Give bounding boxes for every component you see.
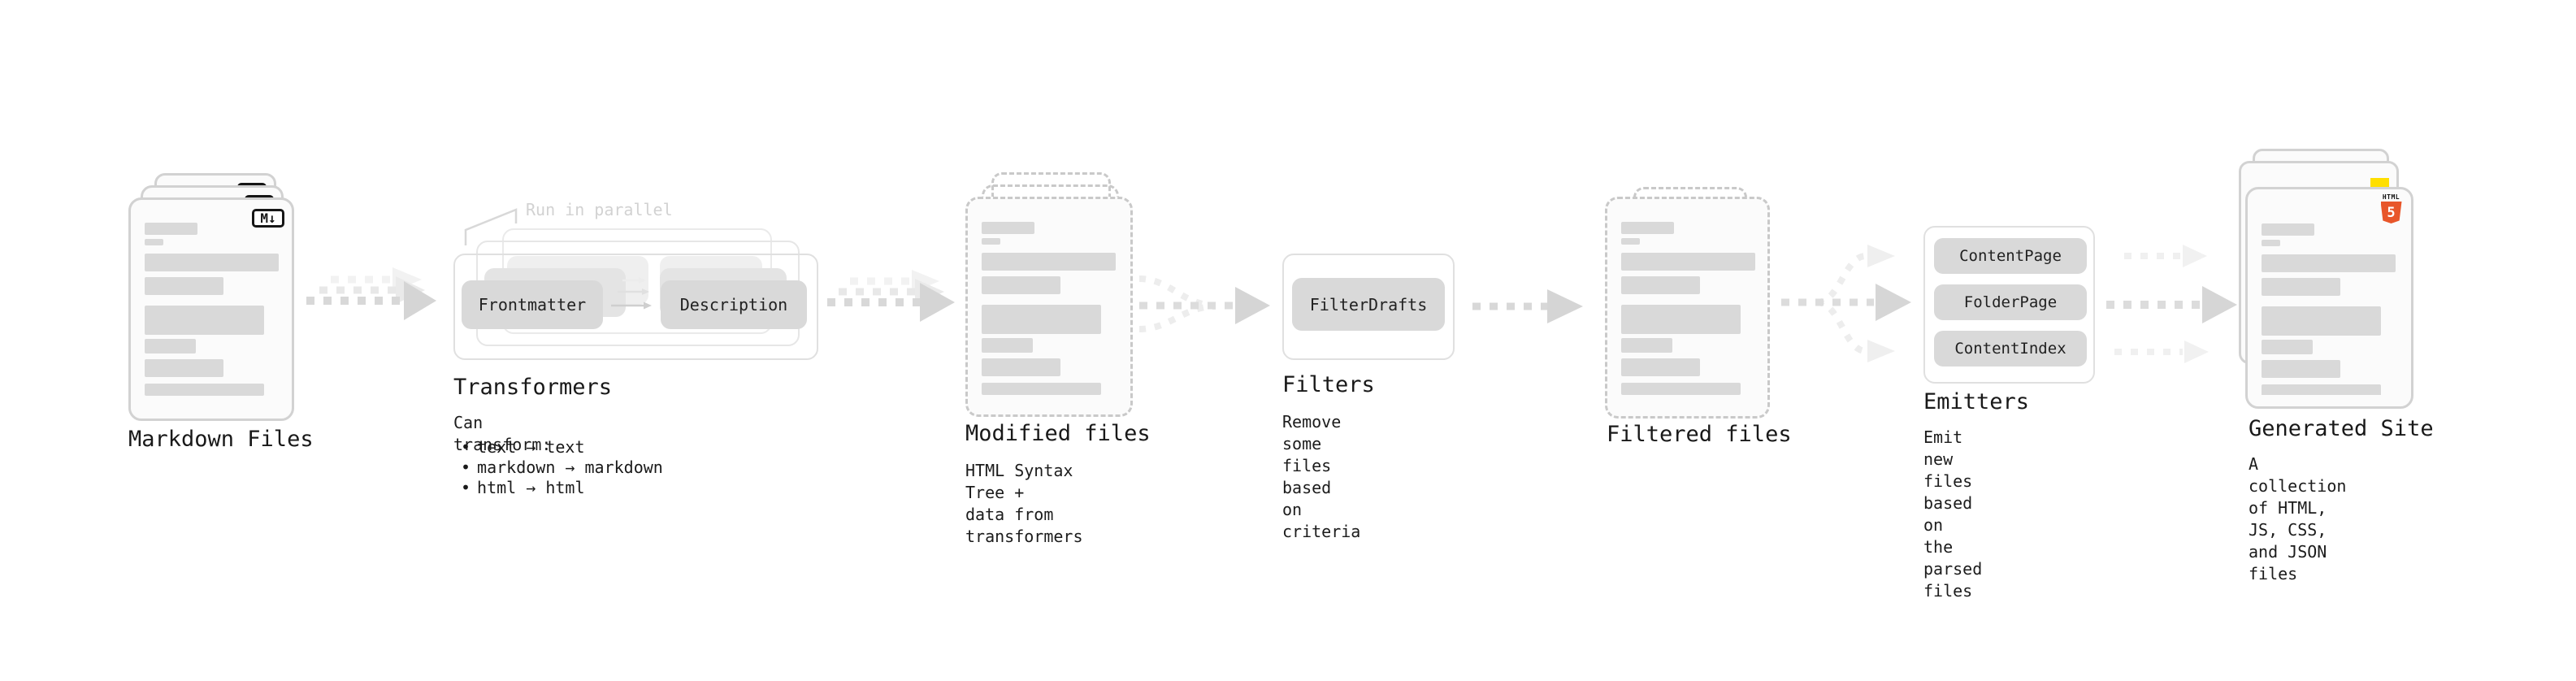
transformer-chip-description: Description [661,280,807,329]
filtered-file-card-front [1605,197,1770,419]
transformers-box-front [453,254,818,360]
emitter-chip-list: ContentPage FolderPage ContentIndex [1934,238,2087,377]
transformer-chip-frontmatter: Frontmatter [462,280,603,329]
html5-icon: HTML 5 [2380,193,2402,223]
emitter-chip-label: ContentPage [1959,247,2062,265]
transformers-title: Transformers [453,375,613,400]
arrow-filtered-to-emitters [1781,245,1911,362]
transformers-desc: Can transform: [453,413,552,454]
emitter-chip: FolderPage [1934,284,2087,320]
emitters-desc: Emit new files based on the parsed files [1923,427,1983,601]
emitters-box [1923,226,2095,384]
bullet-item: • text → text [461,437,663,458]
markdown-file-card-front: M↓ [128,197,294,421]
js-icon [2370,178,2389,189]
bullet-marker: • [461,437,471,457]
transform-bullet-list: • text → text • markdown → markdown • ht… [461,437,663,498]
bullet-marker: • [461,478,471,497]
markdown-files-title: Markdown Files [128,427,314,452]
generated-site-desc: A collection of HTML, JS, CSS, and JSON … [2249,454,2347,583]
bullet-marker: • [461,458,471,477]
file-content-placeholder [982,222,1119,403]
file-content-placeholder [1621,222,1756,405]
emitter-chip-label: FolderPage [1963,293,2058,311]
parallel-note: Run in parallel [526,200,673,219]
bullet-text: html → html [477,478,585,497]
arrow-markdown-to-transformers [306,267,436,320]
parallel-note-leader-line [464,208,518,245]
emitters-title: Emitters [1923,389,2030,414]
file-content-placeholder [2262,223,2400,395]
filtered-files-title: Filtered files [1607,422,1792,447]
emitter-chip: ContentIndex [1934,331,2087,367]
filters-title: Filters [1282,372,1375,397]
bullet-item: • html → html [461,478,663,498]
emitter-chip-label: ContentIndex [1954,340,2066,358]
emitter-chip: ContentPage [1934,238,2087,274]
generated-site-title: Generated Site [2249,416,2434,441]
bullet-item: • markdown → markdown [461,458,663,478]
transformer-inner-arrows [611,277,652,310]
modified-files-title: Modified files [965,421,1151,446]
filters-desc: Remove some files based on criteria [1282,412,1361,541]
arrow-transformers-to-modified [827,270,955,322]
arrow-filters-to-filtered [1472,289,1583,323]
arrow-modified-to-filters [1138,275,1270,332]
generated-file-card-front: HTML 5 [2245,187,2413,409]
file-content-placeholder [145,223,280,407]
markdown-icon: M↓ [252,209,284,228]
filter-chip-filterdrafts: FilterDrafts [1292,278,1445,331]
arrow-emitters-to-generated [2106,245,2237,363]
filters-box [1282,254,1455,360]
bullet-text: text → text [477,437,585,457]
bullet-text: markdown → markdown [477,458,663,477]
modified-file-card-front [965,197,1133,417]
modified-files-desc: HTML Syntax Tree + data from transformer… [965,461,1083,546]
